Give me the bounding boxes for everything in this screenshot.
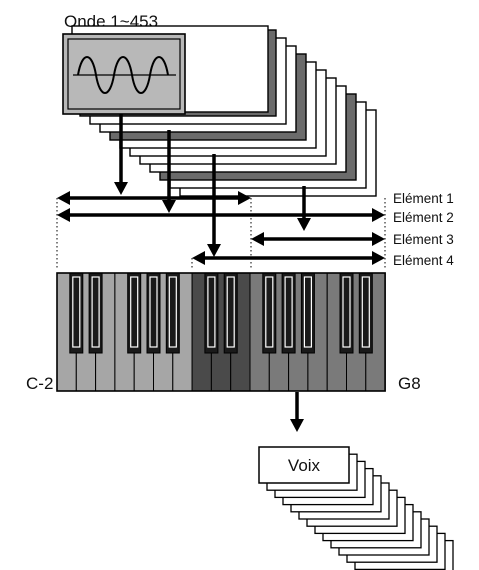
waveform-box: [67, 38, 181, 110]
keyboard: [56, 272, 386, 392]
black-key-highlight: [72, 276, 81, 348]
black-key-highlight: [91, 276, 100, 348]
black-key: [165, 272, 180, 354]
wave-card-stack: [62, 25, 377, 197]
black-key-highlight: [342, 276, 351, 348]
black-key-highlight: [265, 276, 274, 348]
black-key-highlight: [361, 276, 370, 348]
element-2-label: Elément 2: [393, 210, 454, 225]
arrow-head: [297, 218, 311, 231]
black-key: [69, 272, 84, 354]
black-key-highlight: [149, 276, 158, 348]
sine-wave-icon: [77, 56, 169, 94]
element-3-label: Elément 3: [393, 232, 454, 247]
black-key: [204, 272, 219, 354]
arrow-head: [207, 244, 221, 257]
element-1-label: Elément 1: [393, 191, 454, 206]
black-key: [127, 272, 142, 354]
black-key: [281, 272, 296, 354]
element-4-label: Elément 4: [393, 253, 454, 268]
voice-label: Voix: [288, 456, 321, 475]
black-key: [223, 272, 238, 354]
element-key-ranges: [57, 191, 385, 265]
black-key-highlight: [207, 276, 216, 348]
keyboard-low-label: C-2: [26, 374, 53, 393]
black-key: [358, 272, 373, 354]
black-key: [300, 272, 315, 354]
black-key-highlight: [168, 276, 177, 348]
black-key: [262, 272, 277, 354]
arrow-head: [114, 182, 128, 195]
black-key-highlight: [226, 276, 235, 348]
black-key-highlight: [303, 276, 312, 348]
arrow-head: [162, 200, 176, 213]
voice-card-front: [258, 446, 350, 484]
wave-assignment-arrows: [114, 114, 311, 257]
black-key-highlight: [130, 276, 139, 348]
black-key: [339, 272, 354, 354]
black-key: [88, 272, 103, 354]
arrow-head: [290, 419, 304, 432]
keyboard-high-label: G8: [398, 374, 421, 393]
keyboard-border: [56, 272, 386, 392]
black-key-highlight: [284, 276, 293, 348]
black-key: [146, 272, 161, 354]
